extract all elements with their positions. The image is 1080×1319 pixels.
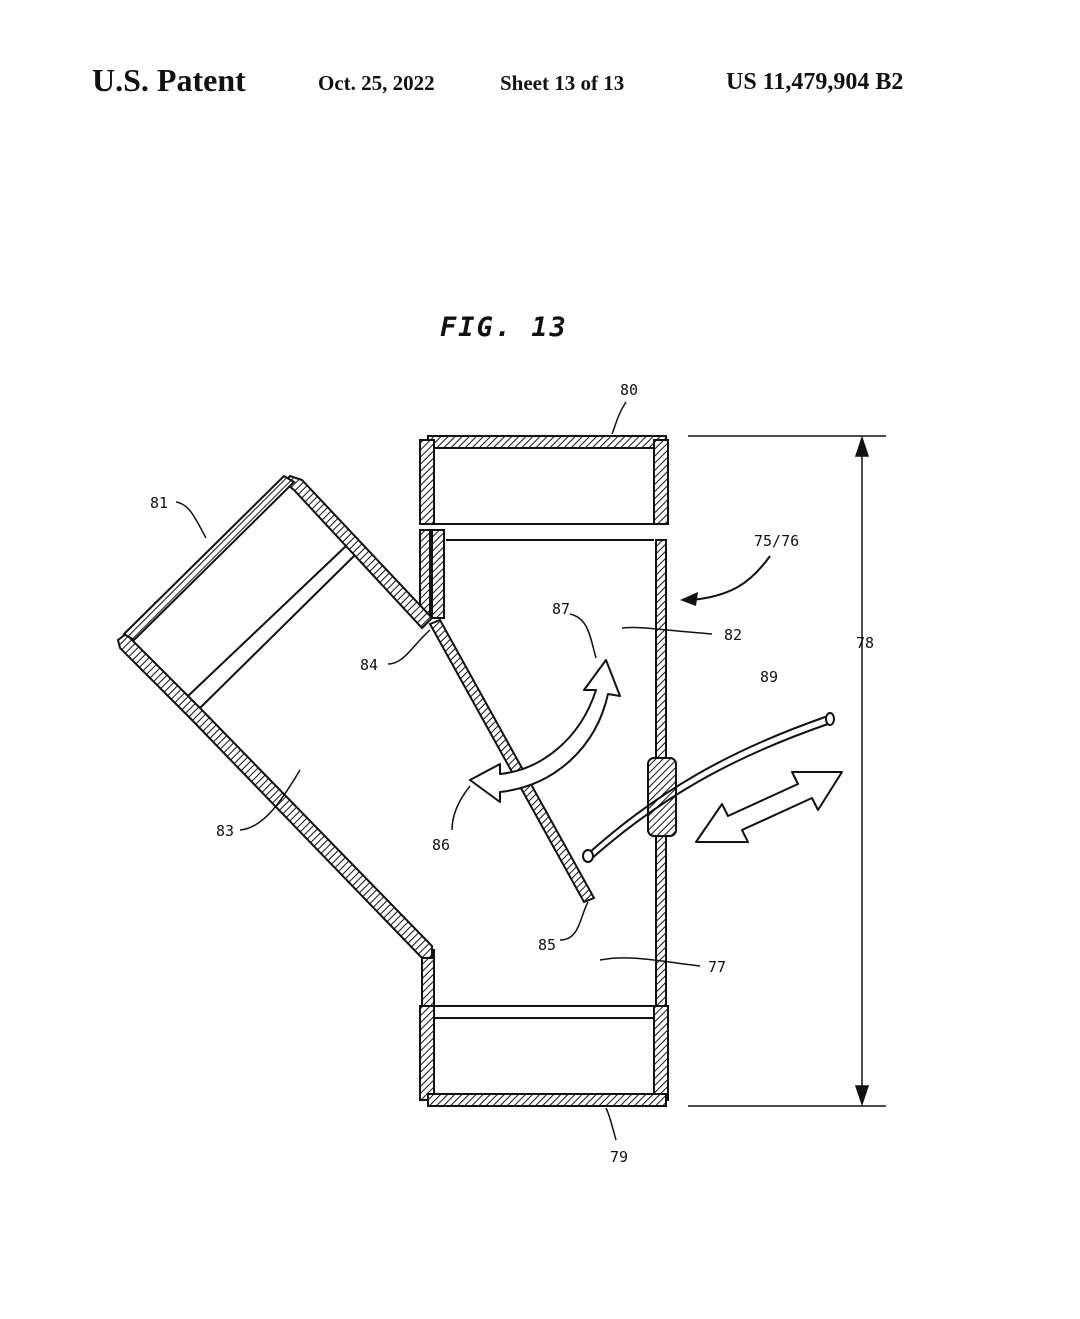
sheet-number: Sheet 13 of 13: [500, 71, 625, 95]
patent-date: Oct. 25, 2022: [318, 71, 435, 95]
branch-end-rim: [122, 474, 296, 642]
assembly-pointer-arrow: [691, 555, 771, 601]
socket-lines: [434, 523, 654, 1019]
dimension-78: [688, 435, 886, 1107]
flapper-motion-arrow: [469, 659, 621, 803]
control-cable: [582, 712, 835, 863]
left-wall-upper-hub: [419, 439, 435, 525]
assembly-pointer-arrowhead: [680, 592, 698, 606]
ref-77: 77: [708, 958, 726, 976]
ref-82: 82: [724, 626, 742, 644]
patent-number: US 11,479,904 B2: [726, 69, 904, 95]
ref-87: 87: [552, 600, 570, 618]
branch-upper-wall: [282, 474, 434, 630]
branch-lower-wall: [116, 632, 433, 959]
cable-motion-arrow: [695, 771, 843, 843]
leader-lines: [175, 401, 713, 1141]
ref-83: 83: [216, 822, 234, 840]
ref-81: 81: [150, 494, 168, 512]
left-wall-lower-hub: [419, 1005, 435, 1101]
ref-75-76: 75/76: [754, 532, 799, 550]
left-wall-upper: [431, 529, 445, 619]
figure-title: FIG. 13: [440, 312, 568, 343]
ref-84: 84: [360, 656, 378, 674]
branch-socket-lines: [187, 545, 355, 709]
ref-86: 86: [432, 836, 450, 854]
top-rim: [427, 435, 667, 449]
ref-79: 79: [610, 1148, 628, 1166]
right-wall-upper-hub: [653, 439, 669, 525]
ref-85: 85: [538, 936, 556, 954]
ref-80: 80: [620, 381, 638, 399]
bottom-rim: [427, 1093, 667, 1107]
patent-label: U.S. Patent: [92, 62, 246, 98]
main-pipe-body: [419, 435, 677, 1107]
ref-78: 78: [856, 634, 874, 652]
right-wall-upper: [655, 539, 667, 761]
flapper-plate: [428, 618, 596, 904]
branch-arm: [116, 474, 434, 959]
ref-89: 89: [760, 668, 778, 686]
right-wall-lower: [655, 835, 667, 1007]
right-wall-lower-hub: [653, 1005, 669, 1101]
